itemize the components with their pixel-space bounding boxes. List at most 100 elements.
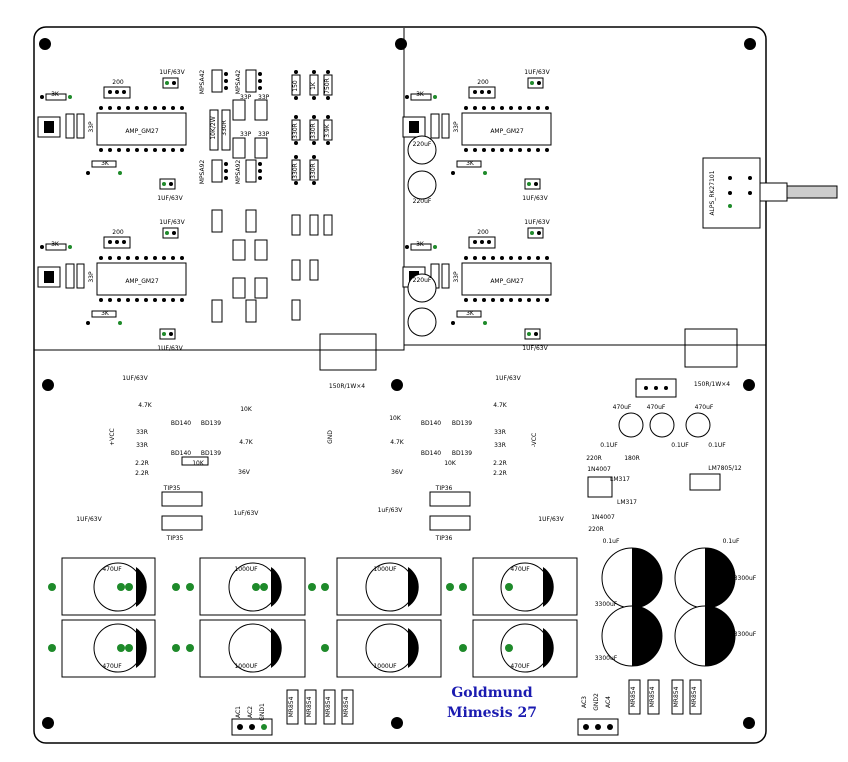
svg-text:330R: 330R [310,163,317,179]
svg-text:330R: 330R [221,120,228,136]
svg-text:10K: 10K [240,406,253,413]
svg-text:MPSA42: MPSA42 [199,70,206,95]
svg-text:TIP35: TIP35 [163,485,181,492]
svg-text:MR854: MR854 [343,696,350,717]
svg-text:BD140: BD140 [421,420,441,427]
svg-text:0.1uF: 0.1uF [723,538,740,545]
regulator-section: 470uF 470uF 470uF 0.1UF 0.1UF 0.1UF 220R… [586,378,742,533]
svg-text:36V: 36V [238,469,251,476]
svg-text:33P: 33P [240,131,252,138]
svg-text:180R: 180R [624,455,640,462]
svg-text:10K: 10K [444,460,457,467]
resistor-bank-right: 150R/1W×4 [684,328,738,388]
svg-text:33R: 33R [136,442,148,449]
svg-text:36V: 36V [391,469,404,476]
board-outline [33,26,767,744]
svg-text:4.7K: 4.7K [138,402,153,409]
svg-text:BD140: BD140 [171,420,191,427]
svg-text:1UF/63V: 1UF/63V [495,375,521,382]
svg-text:1000UF: 1000UF [373,566,397,573]
rectifier-left: MR854 MR854 MR854 MR854 AC1 AC2 GND1 [231,689,354,736]
svg-text:2.2R: 2.2R [493,470,507,477]
svg-text:33P: 33P [258,94,270,101]
svg-text:1UF/63V: 1UF/63V [122,375,148,382]
svg-text:2.2R: 2.2R [135,460,149,467]
svg-text:+VCC: +VCC [109,428,116,446]
svg-text:2.2R: 2.2R [493,460,507,467]
svg-text:-VCC: -VCC [531,433,538,447]
svg-text:4.7K: 4.7K [239,439,254,446]
amp-ic-label: AMP_GM27 [125,128,159,135]
svg-text:ALPS_RK27101: ALPS_RK27101 [709,170,716,215]
svg-text:GND1: GND1 [259,703,266,721]
svg-text:1UF/63V: 1UF/63V [76,516,102,523]
svg-text:220R: 220R [586,455,602,462]
svg-text:330R: 330R [292,123,299,139]
transistor-array-left-top: MPSA42 MPSA42 MPSA92 MPSA92 10K/2W 330R … [199,69,333,185]
svg-text:3300uF: 3300uF [595,655,618,662]
svg-text:220uF: 220uF [413,277,432,284]
svg-text:1000UF: 1000UF [234,663,258,670]
svg-text:3K: 3K [51,91,60,98]
svg-text:470uF: 470uF [695,404,714,411]
svg-text:3300uF: 3300uF [734,631,757,638]
svg-text:AC2: AC2 [247,706,254,718]
svg-text:10K/2W: 10K/2W [210,116,217,139]
svg-text:MR854: MR854 [306,696,313,717]
svg-text:1000UF: 1000UF [373,663,397,670]
gnd-label: GND [327,430,334,444]
svg-text:0.1uF: 0.1uF [603,538,620,545]
svg-text:220uF: 220uF [413,198,432,205]
volume-pot[interactable]: ALPS_RK27101 [702,157,838,229]
svg-text:33P: 33P [258,131,270,138]
svg-text:1N4007: 1N4007 [591,514,615,521]
svg-text:1UF/63V: 1UF/63V [159,69,185,76]
svg-text:MPSA92: MPSA92 [235,160,242,185]
svg-text:220R: 220R [588,526,604,533]
svg-text:TIP36: TIP36 [435,485,453,492]
reservoir-capacitors: 3300uF 3300uF 3300uF 3300uF 0.1uF 0.1uF [595,538,757,667]
svg-text:MR854: MR854 [288,696,295,717]
svg-text:470UF: 470UF [510,566,530,573]
svg-text:33R: 33R [136,429,148,436]
amp-module-left-top: AMP_GM27 200 1UF/63V 1UF/63V 3K 3K 33P [37,69,187,202]
svg-text:470UF: 470UF [510,663,530,670]
transistor-array-left-bottom [211,209,333,323]
svg-text:470uF: 470uF [647,404,666,411]
svg-text:150R/1W×4: 150R/1W×4 [329,383,365,390]
svg-text:3.9K: 3.9K [324,123,331,138]
svg-text:330R: 330R [310,123,317,139]
svg-text:LM317: LM317 [610,476,630,483]
svg-text:150R/1W×4: 150R/1W×4 [694,381,730,388]
rectifier-right: MR854 MR854 MR854 MR854 AC3 GND2 AC4 [577,679,702,736]
svg-text:3300uF: 3300uF [595,601,618,608]
svg-text:BD139: BD139 [201,420,221,427]
svg-text:750R: 750R [324,78,331,94]
svg-text:1000UF: 1000UF [234,566,258,573]
board-title-line2: Mimesis 27 [447,705,537,721]
svg-text:0.1UF: 0.1UF [671,442,689,449]
svg-text:33P: 33P [240,94,252,101]
svg-text:BD139: BD139 [201,450,221,457]
svg-text:4.7K: 4.7K [390,439,405,446]
svg-text:BD139: BD139 [452,450,472,457]
svg-text:10K: 10K [389,415,402,422]
svg-text:AC1: AC1 [235,706,242,718]
output-stage-right: 1UF/63V -VCC 4.7K 33R 33R 2.2R 2.2R BD14… [378,375,565,542]
svg-text:1UF/63V: 1UF/63V [538,516,564,523]
svg-text:LM7805/12: LM7805/12 [708,465,742,472]
svg-text:MR854: MR854 [630,686,637,707]
svg-text:TIP36: TIP36 [435,535,453,542]
svg-text:330R: 330R [292,163,299,179]
svg-text:AC3: AC3 [581,696,588,708]
svg-text:MPSA42: MPSA42 [235,70,242,95]
svg-text:GND2: GND2 [593,693,600,711]
svg-text:470UF: 470UF [102,663,122,670]
svg-text:MR854: MR854 [325,696,332,717]
svg-text:150: 150 [292,80,299,92]
board-title-line1: Goldmund [451,685,533,701]
svg-text:2.2R: 2.2R [135,470,149,477]
svg-text:1UF/63V: 1UF/63V [157,195,183,202]
svg-text:MR854: MR854 [649,686,656,707]
